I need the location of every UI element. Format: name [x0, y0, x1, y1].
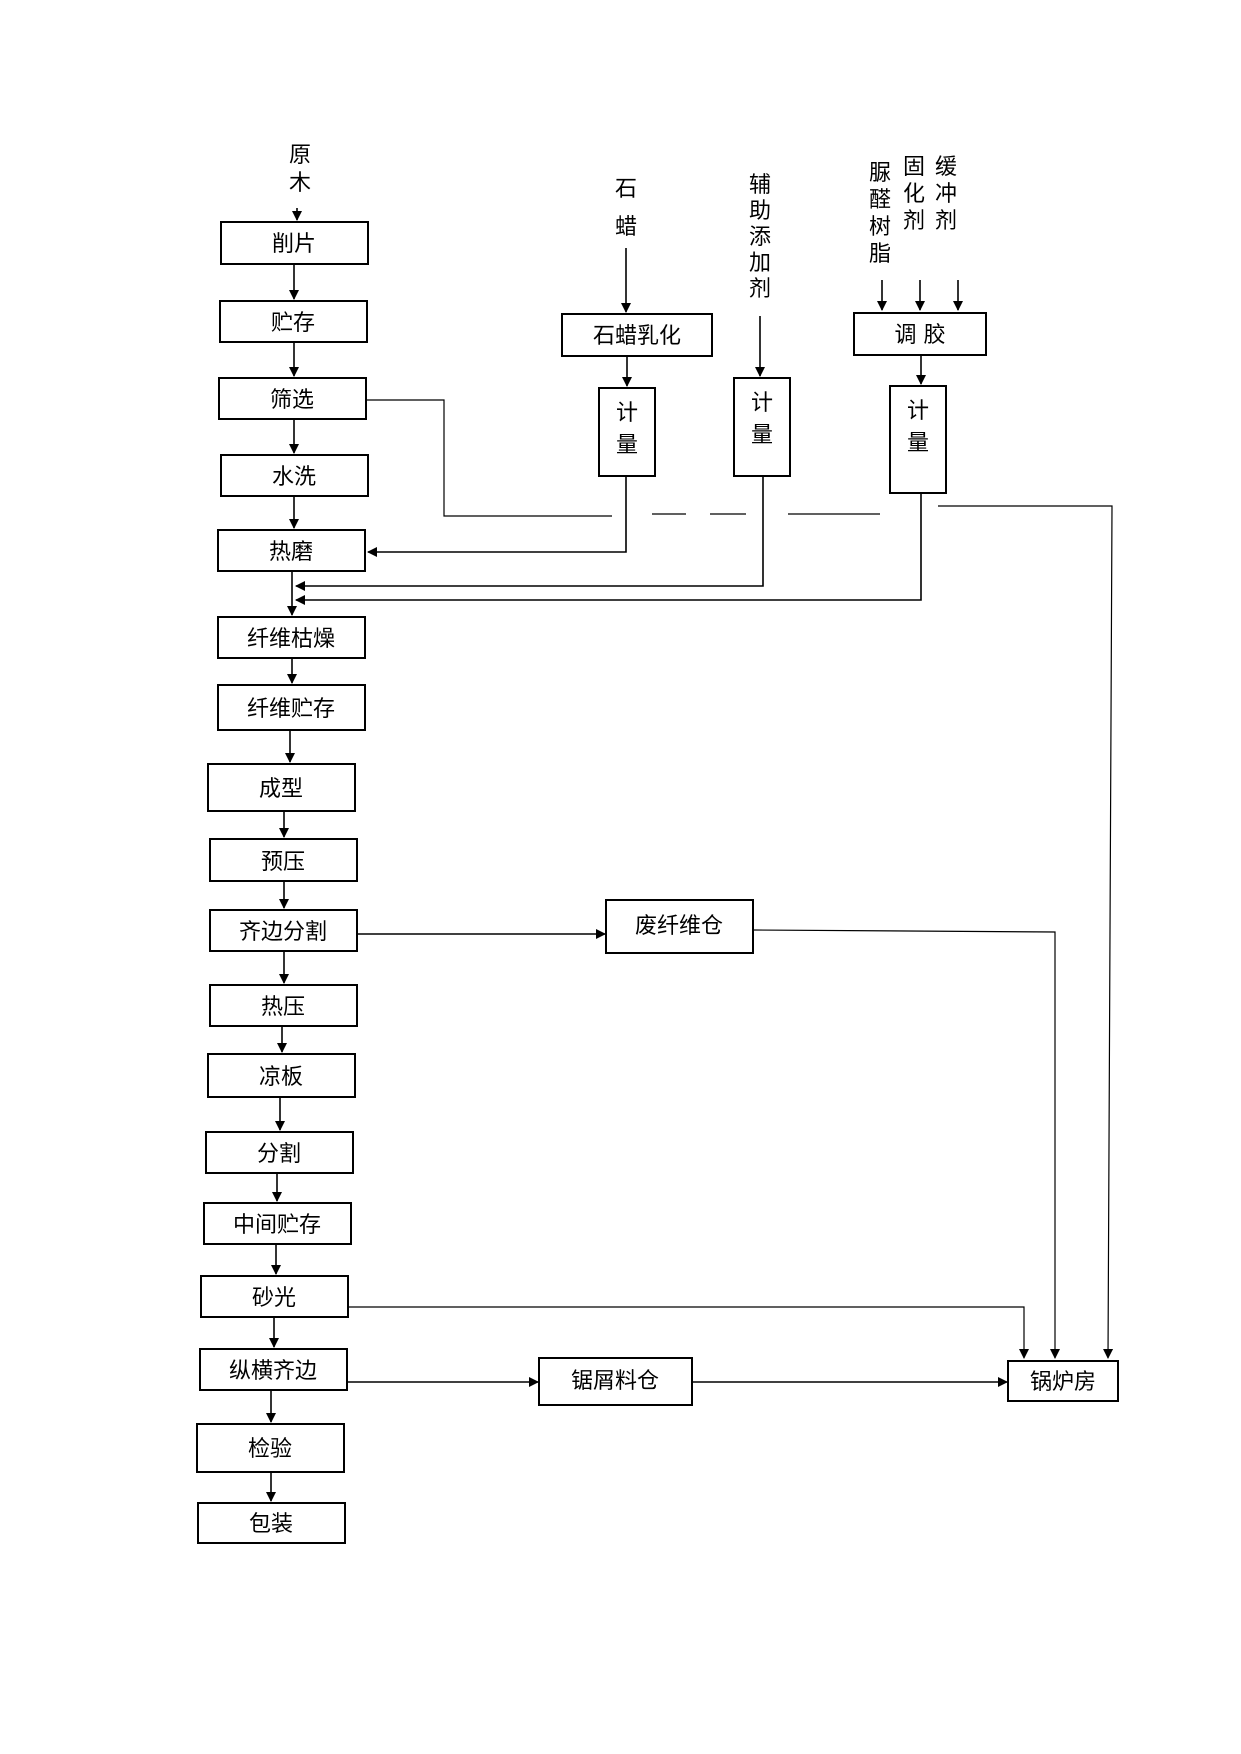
- step-cooling-label: 凉板: [259, 1065, 303, 1090]
- step-chipping-label: 削片: [272, 232, 316, 257]
- glue-meter-box: 计量: [889, 385, 947, 494]
- wax-emulsify-label: 石蜡乳化: [593, 324, 681, 349]
- step-cooling: 凉板: [207, 1053, 356, 1098]
- step-intermediate-storage-label: 中间贮存: [233, 1213, 321, 1238]
- step-sanding-label: 砂光: [252, 1286, 296, 1311]
- additive-input-label: 辅助添加剂: [749, 173, 771, 302]
- additive-to-main-line: [295, 476, 764, 591]
- step-screening-label: 筛选: [270, 388, 314, 413]
- glue-input-resin: 脲醛树脂: [869, 161, 891, 267]
- step-fiber-storage: 纤维贮存: [217, 684, 366, 731]
- step-washing: 水洗: [220, 454, 369, 497]
- waste-fiber-bin-box: 废纤维仓: [605, 899, 754, 954]
- step-prepress: 预压: [209, 838, 358, 882]
- step-chipping: 削片: [220, 221, 369, 265]
- glue-input-buffer: 缓冲剂: [935, 155, 957, 234]
- glue-mix-box: 调 胶: [853, 312, 987, 356]
- step-sanding: 砂光: [200, 1275, 349, 1318]
- step-refining-label: 热磨: [269, 540, 313, 565]
- wax-emulsify-box: 石蜡乳化: [561, 313, 713, 357]
- wax-input-text: 石蜡: [615, 177, 637, 240]
- step-hot-press-label: 热压: [261, 995, 305, 1020]
- step-cutting-label: 分割: [257, 1142, 301, 1167]
- step-fiber-drying: 纤维枯燥: [217, 616, 366, 659]
- step-fiber-storage-label: 纤维贮存: [247, 697, 335, 722]
- glue-mix-label: 调 胶: [895, 323, 946, 348]
- step-forming-label: 成型: [259, 777, 303, 802]
- glue-to-main-line: [295, 493, 922, 605]
- step-prepress-label: 预压: [261, 850, 305, 875]
- sawdust-bin-label: 锯屑料仓: [571, 1369, 659, 1394]
- step-storage-label: 贮存: [271, 311, 315, 336]
- step-packing-label: 包装: [249, 1512, 293, 1537]
- raw-wood-label: 原木: [289, 143, 311, 196]
- step-hot-press: 热压: [209, 984, 358, 1027]
- additive-meter-box: 计量: [733, 377, 791, 477]
- boiler-room-box: 锅炉房: [1007, 1360, 1119, 1402]
- step-trim-split: 齐边分割: [209, 909, 358, 952]
- step-intermediate-storage: 中间贮存: [203, 1202, 352, 1245]
- step-fiber-drying-label: 纤维枯燥: [247, 627, 335, 652]
- sawdust-bin-box: 锯屑料仓: [538, 1357, 693, 1406]
- wax-input-label: 石蜡: [615, 177, 637, 240]
- step-edge-trimming: 纵横齐边: [199, 1348, 348, 1391]
- waste-fiber-bin-label: 废纤维仓: [635, 914, 723, 939]
- step-refining: 热磨: [217, 529, 366, 572]
- waste-to-boiler-line: [752, 929, 1060, 1359]
- boiler-room-label: 锅炉房: [1030, 1370, 1096, 1395]
- glue-input-arrows: [877, 280, 963, 311]
- step-inspection-label: 检验: [248, 1437, 292, 1462]
- screening-reject-line: [366, 399, 1114, 1359]
- step-packing: 包装: [197, 1502, 346, 1544]
- main-process-column: 削片 贮存 筛选 水洗 热磨 纤维枯燥 纤维贮存 成型 预压 齐边分割 热压 凉…: [196, 221, 369, 1544]
- glue-input-hardener: 固化剂: [903, 155, 925, 234]
- step-inspection: 检验: [196, 1423, 345, 1473]
- glue-meter-label: 计量: [907, 399, 929, 456]
- step-cutting: 分割: [205, 1131, 354, 1174]
- additive-meter-label: 计量: [751, 391, 773, 448]
- raw-wood-text: 原木: [289, 143, 311, 196]
- additive-input-text: 辅助添加剂: [749, 173, 771, 302]
- sanding-to-boiler-line: [348, 1306, 1029, 1359]
- wax-meter-box: 计量: [598, 387, 656, 477]
- wax-meter-label: 计量: [616, 401, 638, 458]
- wax-to-refining-line: [367, 476, 627, 557]
- step-screening: 筛选: [218, 377, 367, 420]
- step-storage: 贮存: [219, 300, 368, 343]
- step-forming: 成型: [207, 763, 356, 812]
- step-trim-split-label: 齐边分割: [239, 920, 327, 945]
- main-flow-arrows: [266, 264, 299, 1502]
- glue-inputs-labels: 脲醛树脂 固化剂 缓冲剂: [869, 155, 957, 267]
- step-edge-trimming-label: 纵横齐边: [229, 1359, 317, 1384]
- step-washing-label: 水洗: [272, 465, 316, 490]
